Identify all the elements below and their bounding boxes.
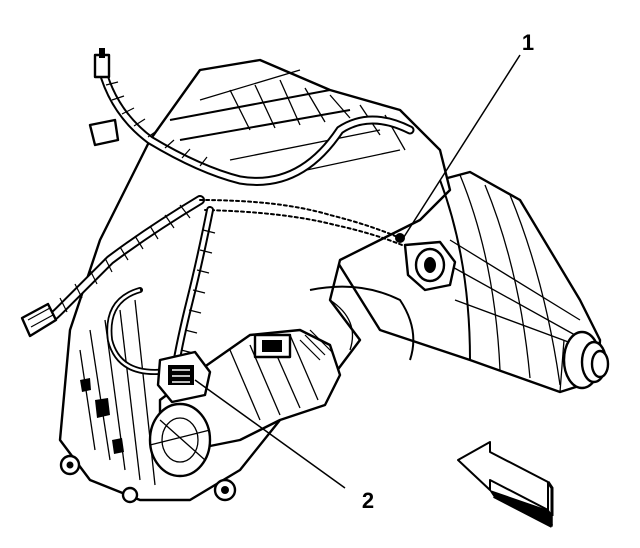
harness-wrap-down [180, 229, 216, 354]
callout-number-1: 1 [522, 30, 534, 55]
callout-leader-2 [194, 379, 346, 489]
output-shaft [559, 330, 610, 393]
encoder-motor-connector [156, 350, 212, 404]
encoder-motor [148, 328, 342, 478]
wiring-harness [20, 48, 415, 375]
view-direction-arrow [457, 441, 554, 528]
harness-wrap [105, 81, 208, 167]
callout-leader-1 [401, 54, 521, 241]
harness-wrap-left [59, 204, 191, 313]
callout-number-2: 2 [362, 488, 374, 513]
transfer-case-housing [58, 58, 610, 504]
